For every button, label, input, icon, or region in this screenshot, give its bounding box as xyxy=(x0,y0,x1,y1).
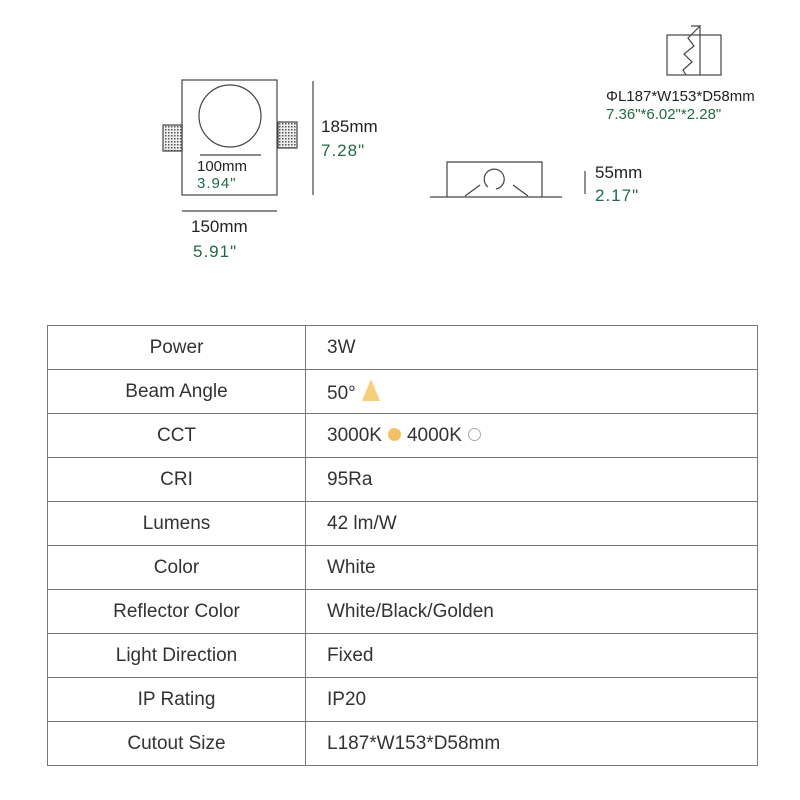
spec-label: Lumens xyxy=(47,501,306,546)
front-width-in: 5.91" xyxy=(193,242,238,261)
spec-label: CCT xyxy=(47,413,306,458)
spec-value: L187*W153*D58mm xyxy=(305,721,758,766)
side-view-drawing xyxy=(430,161,586,198)
spec-label: Reflector Color xyxy=(47,589,306,634)
cct-3000k: 3000K xyxy=(327,424,382,446)
hole-in: 3.94" xyxy=(197,175,237,192)
spec-label: Color xyxy=(47,545,306,590)
beam-angle-value: 50° xyxy=(327,382,356,404)
spec-label: Cutout Size xyxy=(47,721,306,766)
cct-4000k: 4000K xyxy=(406,424,462,446)
side-depth-mm: 55mm xyxy=(595,163,643,182)
cutout-size-in: 7.36"*6.02"*2.28" xyxy=(606,106,722,123)
spec-value: 50° xyxy=(305,369,758,414)
hole-mm: 100mm xyxy=(197,158,248,175)
front-height-in: 7.28" xyxy=(321,141,366,160)
spec-value: 42 lm/W xyxy=(305,501,758,546)
spec-label: Beam Angle xyxy=(47,369,306,414)
table-row: Beam Angle 50° xyxy=(47,369,758,414)
spec-value: White xyxy=(305,545,758,590)
warm-dot-icon xyxy=(387,427,401,441)
spec-value: Fixed xyxy=(305,633,758,678)
front-view-drawing xyxy=(162,79,314,212)
spec-label: Power xyxy=(47,325,306,370)
front-width-mm: 150mm xyxy=(191,217,248,236)
spec-label: CRI xyxy=(47,457,306,502)
white-dot-icon xyxy=(467,427,481,441)
cutout-view-drawing xyxy=(666,25,722,76)
dimension-drawings xyxy=(162,25,722,212)
table-row: CCT 3000K 4000K xyxy=(47,413,758,458)
spec-value: 3000K 4000K xyxy=(305,413,758,458)
spec-value: IP20 xyxy=(305,677,758,722)
beam-angle-icon xyxy=(361,378,380,401)
cutout-size-mm: ΦL187*W153*D58mm xyxy=(606,88,755,105)
front-height-mm: 185mm xyxy=(321,117,378,136)
side-depth-in: 2.17" xyxy=(595,186,640,205)
spec-value: 95Ra xyxy=(305,457,758,502)
spec-label: Light Direction xyxy=(47,633,306,678)
spec-label: IP Rating xyxy=(47,677,306,722)
spec-value: White/Black/Golden xyxy=(305,589,758,634)
spec-value: 3W xyxy=(305,325,758,370)
